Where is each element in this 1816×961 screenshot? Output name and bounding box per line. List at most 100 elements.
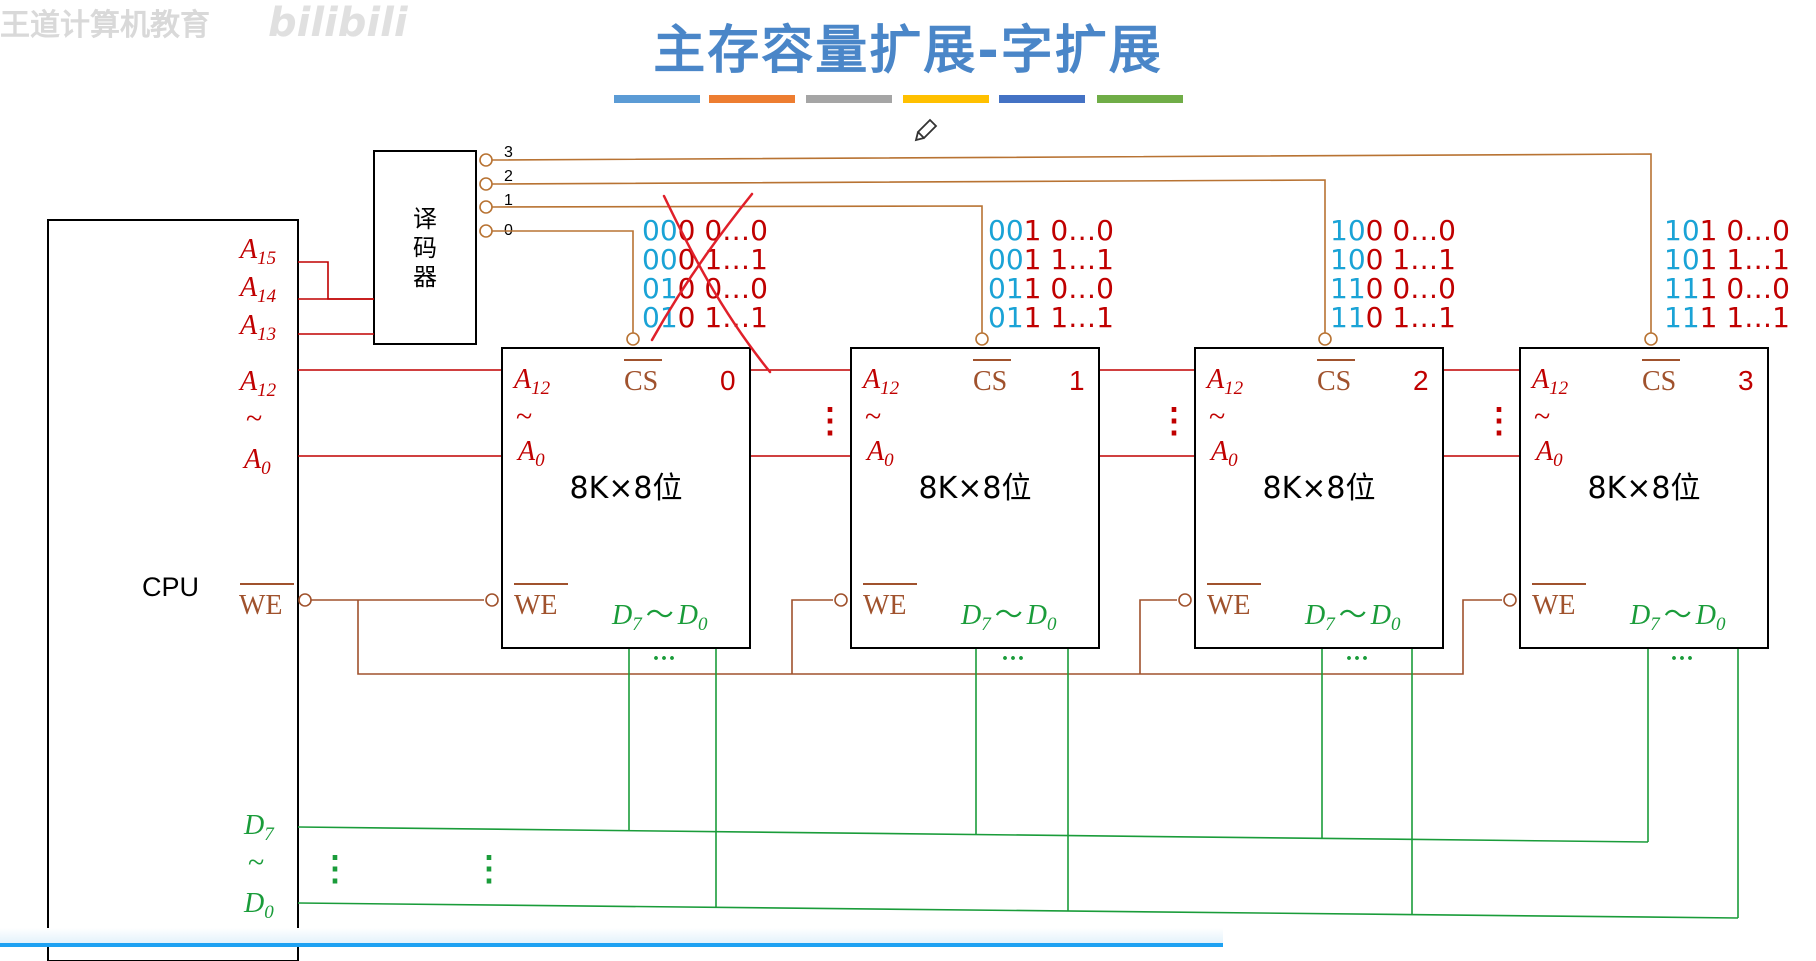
address-dots-0-1: ⋮ [813, 403, 847, 440]
decoder-input-lines [298, 261, 374, 335]
decoder-output-2-bubble [479, 177, 493, 191]
cpu-tilde-label: ~ [246, 402, 262, 435]
chip-cs-label: CS [1317, 366, 1351, 397]
chip-size-label: 8K×8位 [919, 471, 1032, 506]
address-code-line: 101 1…1 [1664, 243, 1790, 276]
page-title: 主存容量扩展-字扩展 [653, 21, 1163, 81]
address-bus [298, 369, 1520, 457]
chip-we-bubble [834, 593, 848, 607]
address-code-line: 110 0…0 [1330, 272, 1456, 305]
chip-size-label: 8K×8位 [570, 471, 683, 506]
chip-a12-label: A12 [1530, 364, 1569, 399]
we-branch-chip1 [791, 599, 833, 674]
data-bus [297, 648, 1739, 919]
chip-box [850, 347, 1100, 649]
chip-data-dots: ··· [1345, 646, 1369, 672]
we-lines [311, 599, 1502, 675]
address-code-line: 010 0…0 [642, 272, 768, 305]
cross-stroke-1 [662, 194, 772, 374]
address-code-line: 100 1…1 [1330, 243, 1456, 276]
cpu-a12-label: A12 [238, 366, 277, 401]
address-code-line: 001 1…1 [988, 243, 1114, 276]
chip-number-label: 2 [1413, 365, 1429, 396]
decoder-output-1-bubble [479, 200, 493, 214]
chip-a0-label: A0 [865, 436, 894, 471]
chip-we-label: WE [1207, 590, 1251, 621]
title-color-bars [614, 95, 1183, 103]
address-code-line: 001 0…0 [988, 214, 1114, 247]
address-code-line: 000 0…0 [642, 214, 768, 247]
data-dots-cpu: ⋮ [318, 851, 352, 888]
address-dots-1-2: ⋮ [1157, 403, 1191, 440]
cpu-pins: A15 A14 A13 A12 ~ A0 [238, 234, 277, 479]
chip-size-label: 8K×8位 [1588, 471, 1701, 506]
cpu-we-bubble [298, 593, 312, 607]
chip-cs-bubble [975, 332, 989, 346]
chip-cs-bubble [626, 332, 640, 346]
cpu-d-tilde-label: ~ [248, 846, 264, 879]
bottom-fade [0, 928, 1223, 943]
cpu-d7-label: D7 [243, 810, 275, 845]
decoder-label-2: 码 [413, 234, 437, 262]
chip-data-dots: ··· [652, 646, 676, 672]
chip-a0-label: A0 [1209, 436, 1238, 471]
chip-tilde-label: ~ [865, 400, 881, 433]
cs-line-3 [491, 153, 1652, 333]
chip-data-dots: ··· [1670, 646, 1694, 672]
chip-cs-label: CS [1642, 366, 1676, 397]
cs-line-0 [492, 230, 634, 333]
address-code-line: 111 1…1 [1664, 301, 1790, 334]
cpu-a13-label: A13 [238, 310, 276, 345]
cs-line-1 [491, 205, 983, 333]
chip-we-label: WE [863, 590, 907, 621]
cs-select-lines [491, 153, 1652, 333]
cpu-d0-label: D0 [243, 888, 274, 923]
cpu-we-label: WE [239, 590, 283, 621]
chip-cs-bubble [1318, 332, 1332, 346]
decoder-label-3: 器 [413, 263, 437, 291]
address-code-line: 110 1…1 [1330, 301, 1456, 334]
decoder-label-1: 译 [413, 205, 437, 233]
data-bus-dots: ⋮ ⋮ [318, 851, 506, 888]
chip-tilde-label: ~ [1209, 400, 1225, 433]
bilibili-logo: bilibili [268, 0, 408, 46]
address-code-line: 111 0…0 [1664, 272, 1790, 305]
chip-a12-label: A12 [1205, 364, 1244, 399]
bottom-bar [0, 943, 1223, 947]
address-code-line: 100 0…0 [1330, 214, 1456, 247]
chip-a0-label: A0 [516, 436, 545, 471]
cpu-a0-label: A0 [242, 444, 271, 479]
cpu-a15-label: A15 [238, 234, 276, 269]
chip-number-label: 3 [1738, 365, 1754, 396]
chip-we-bubble [1503, 593, 1517, 607]
chip-a0-label: A0 [1534, 436, 1563, 471]
chip-data-label: D7～D0 [1629, 600, 1726, 635]
address-code-line: 101 0…0 [1664, 214, 1790, 247]
chip-data-label: D7～D0 [1304, 600, 1401, 635]
decoder-outputs: 3 2 1 0 [479, 144, 513, 239]
d0-bus [297, 902, 1739, 919]
chip-data-label: D7～D0 [960, 600, 1057, 635]
chip-tilde-label: ~ [1534, 400, 1550, 433]
hand-drawn-cross-mark [650, 192, 772, 374]
we-branch-chip2 [1139, 599, 1177, 674]
decoder-output-0-bubble [479, 224, 493, 238]
title-bar-1 [614, 95, 700, 103]
chip-a12-label: A12 [861, 364, 900, 399]
chip-size-label: 8K×8位 [1263, 471, 1376, 506]
cpu-we-pin: WE [239, 583, 312, 621]
chip-we-label: WE [1532, 590, 1576, 621]
pen-cursor-icon [914, 118, 938, 142]
address-code-line: 011 1…1 [988, 301, 1114, 334]
chip-we-bubble [1178, 593, 1192, 607]
chip-box [501, 347, 751, 649]
decoder-output-3-bubble [479, 153, 493, 167]
address-code-line: 011 0…0 [988, 272, 1114, 305]
cpu-box [47, 219, 299, 961]
chip-box [1194, 347, 1444, 649]
